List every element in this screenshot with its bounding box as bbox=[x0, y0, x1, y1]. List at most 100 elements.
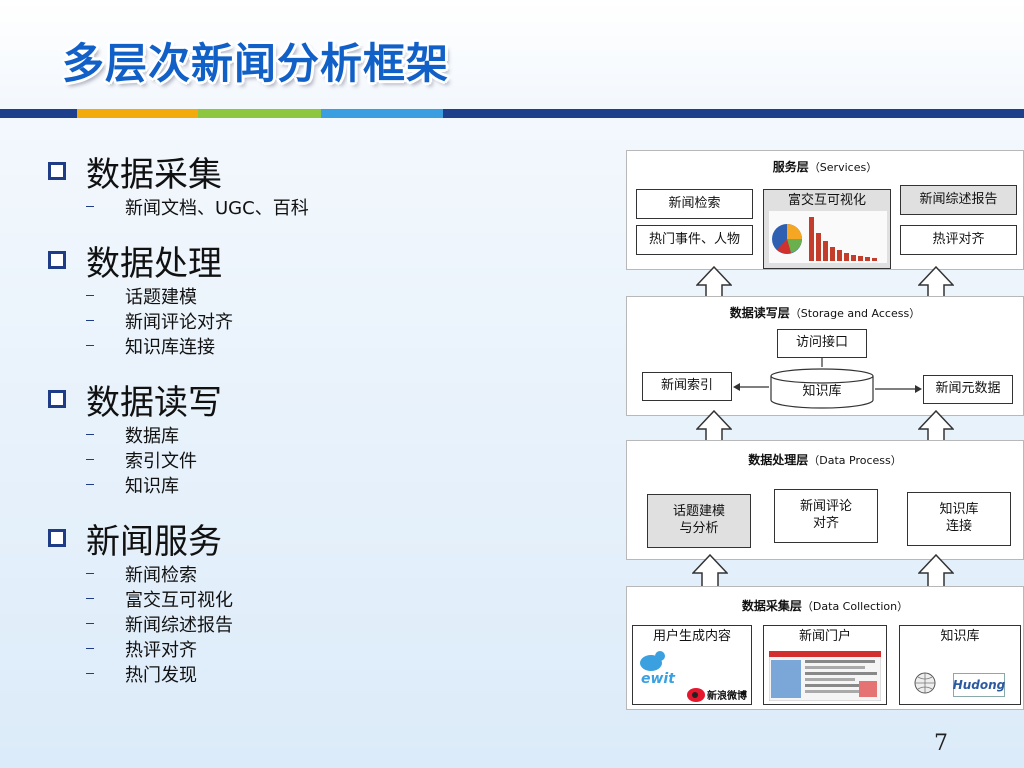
services-layer-title: 服务层（Services） bbox=[627, 158, 1023, 175]
weibo-logo-icon bbox=[687, 688, 705, 702]
thumb-pie-green bbox=[787, 239, 802, 253]
thumb-pie-orange bbox=[787, 224, 802, 239]
storage-layer: 数据读写层（Storage and Access） 访问接口 新闻索引 新闻元数… bbox=[626, 296, 1024, 416]
knowledge-source-label: 知识库 bbox=[940, 629, 980, 644]
twitter-logo-text: ewit bbox=[641, 671, 675, 687]
layer-title-cn: 数据采集层 bbox=[741, 599, 802, 613]
sub-item-text: 索引文件 bbox=[125, 450, 197, 472]
sub-item: 知识库 bbox=[86, 472, 600, 497]
rich-visualization-label: 富交互可视化 bbox=[787, 193, 866, 208]
weibo-pupil bbox=[692, 692, 698, 698]
title-underline-blue bbox=[321, 109, 443, 118]
title-underline-navy-left bbox=[0, 109, 77, 118]
sub-item-text: 话题建模 bbox=[125, 286, 197, 308]
news-comment-align-box: 新闻评论 对齐 bbox=[774, 489, 878, 543]
hot-comments-box: 热评对齐 bbox=[900, 225, 1017, 255]
section-head: 新闻服务 bbox=[40, 515, 600, 562]
layer-title-en: （Storage and Access） bbox=[789, 307, 921, 320]
layer-title-en: （Data Collection） bbox=[801, 600, 909, 613]
sub-item-text: 数据库 bbox=[125, 425, 179, 447]
sub-item-text: 富交互可视化 bbox=[125, 589, 233, 611]
access-interface-box: 访问接口 bbox=[777, 329, 867, 358]
section-services: 新闻服务 新闻检索 富交互可视化 新闻综述报告 热评对齐 热门发现 bbox=[40, 515, 600, 686]
thumb-pie-red bbox=[777, 239, 791, 254]
sub-item-text: 新闻评论对齐 bbox=[125, 311, 233, 333]
storage-layer-title: 数据读写层（Storage and Access） bbox=[627, 304, 1023, 321]
portal-header bbox=[769, 651, 881, 657]
section-head: 数据读写 bbox=[40, 376, 600, 423]
index-arrowhead bbox=[733, 383, 740, 391]
page-number: 7 bbox=[934, 731, 948, 756]
bird-head bbox=[655, 651, 665, 661]
wikipedia-globe-icon bbox=[914, 672, 936, 694]
dash-bullet-icon bbox=[86, 320, 94, 321]
title-underline-navy-right bbox=[443, 109, 1024, 118]
cylinder-top bbox=[770, 368, 874, 384]
dash-bullet-icon bbox=[86, 206, 94, 207]
page-title: 多层次新闻分析框架 bbox=[62, 39, 450, 88]
portal-line bbox=[805, 666, 865, 669]
section-storage: 数据读写 数据库 索引文件 知识库 bbox=[40, 376, 600, 497]
portal-line bbox=[805, 672, 877, 675]
section-title: 数据采集 bbox=[86, 154, 222, 195]
thumb-bar bbox=[851, 255, 856, 261]
knowledge-base-cylinder-icon bbox=[770, 368, 874, 409]
sub-item: 知识库连接 bbox=[86, 333, 600, 358]
dash-bullet-icon bbox=[86, 345, 94, 346]
sub-item: 数据库 bbox=[86, 422, 600, 447]
visualization-thumbnail-icon bbox=[769, 211, 887, 263]
square-bullet-icon bbox=[48, 162, 66, 180]
ugc-label: 用户生成内容 bbox=[652, 629, 731, 644]
process-layer: 数据处理层（Data Process） 话题建模 与分析 新闻评论 对齐 知识库… bbox=[626, 440, 1024, 560]
portal-line bbox=[805, 678, 855, 681]
sub-item: 新闻评论对齐 bbox=[86, 308, 600, 333]
cylinder-body bbox=[770, 376, 874, 409]
thumb-bar bbox=[816, 233, 821, 261]
sub-item: 富交互可视化 bbox=[86, 586, 600, 611]
section-title: 新闻服务 bbox=[86, 521, 222, 562]
globe-meridians bbox=[915, 673, 935, 693]
storage-connectors bbox=[733, 358, 922, 393]
meta-arrowhead bbox=[915, 385, 922, 393]
sub-item-text: 热评对齐 bbox=[125, 639, 197, 661]
collection-layer: 数据采集层（Data Collection） 用户生成内容 ewit 新浪微博 … bbox=[626, 586, 1024, 710]
thumb-bar bbox=[809, 217, 814, 261]
dash-bullet-icon bbox=[86, 484, 94, 485]
collection-layer-title: 数据采集层（Data Collection） bbox=[627, 597, 1023, 614]
topic-modeling-box: 话题建模 与分析 bbox=[647, 494, 751, 548]
title-underline-green bbox=[198, 109, 321, 118]
sub-item: 新闻检索 bbox=[86, 561, 600, 586]
sub-item: 新闻综述报告 bbox=[86, 611, 600, 636]
dash-bullet-icon bbox=[86, 648, 94, 649]
thumb-bar bbox=[830, 247, 835, 261]
news-search-box: 新闻检索 bbox=[636, 189, 753, 219]
section-head: 数据采集 bbox=[40, 148, 600, 195]
dash-bullet-icon bbox=[86, 573, 94, 574]
thumb-bar bbox=[837, 250, 842, 261]
portal-accent bbox=[859, 681, 877, 697]
sub-item-text: 新闻检索 bbox=[125, 564, 197, 586]
portal-thumbnail-icon bbox=[769, 651, 881, 701]
sub-item: 热门发现 bbox=[86, 661, 600, 686]
section-collection: 数据采集 新闻文档、UGC、百科 bbox=[40, 148, 600, 219]
portal-sidebar bbox=[771, 660, 801, 698]
portal-line bbox=[805, 684, 873, 687]
knowledge-base-label: 知识库 bbox=[802, 383, 842, 399]
square-bullet-icon bbox=[48, 529, 66, 547]
square-bullet-icon bbox=[48, 390, 66, 408]
sub-item-text: 知识库 bbox=[125, 475, 179, 497]
thumb-bar bbox=[858, 256, 863, 261]
kb-linking-box: 知识库 连接 bbox=[907, 492, 1011, 546]
sub-item-text: 热门发现 bbox=[125, 664, 197, 686]
sub-item-text: 新闻文档、UGC、百科 bbox=[125, 197, 309, 219]
process-layer-title: 数据处理层（Data Process） bbox=[627, 451, 1023, 468]
dash-bullet-icon bbox=[86, 673, 94, 674]
sub-item-text: 知识库连接 bbox=[125, 336, 215, 358]
thumb-bar bbox=[865, 257, 870, 261]
thumb-bar bbox=[872, 258, 877, 261]
layer-title-cn: 服务层 bbox=[772, 160, 809, 174]
weibo-logo-text: 新浪微博 bbox=[707, 691, 747, 702]
dash-bullet-icon bbox=[86, 598, 94, 599]
news-metadata-box: 新闻元数据 bbox=[923, 375, 1013, 404]
hot-events-box: 热门事件、人物 bbox=[636, 225, 753, 255]
